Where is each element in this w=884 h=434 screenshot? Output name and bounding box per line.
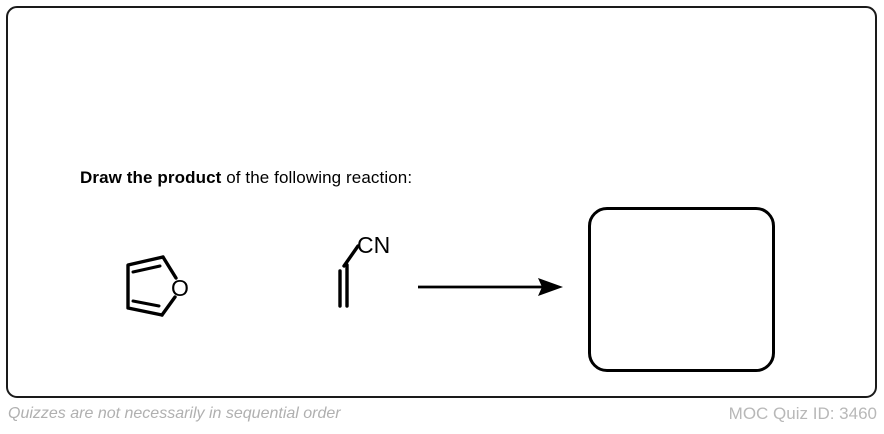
prompt-rest: of the following reaction:	[221, 168, 413, 187]
quiz-card: Draw the product of the following reacti…	[6, 6, 877, 398]
prompt-emphasis: Draw the product	[80, 168, 222, 187]
answer-box[interactable]	[588, 207, 775, 372]
quiz-id-label: MOC Quiz ID: 3460	[728, 404, 877, 423]
footer-note: Quizzes are not necessarily in sequentia…	[8, 405, 341, 422]
page-title: Draw the product of the following reacti…	[80, 168, 412, 188]
